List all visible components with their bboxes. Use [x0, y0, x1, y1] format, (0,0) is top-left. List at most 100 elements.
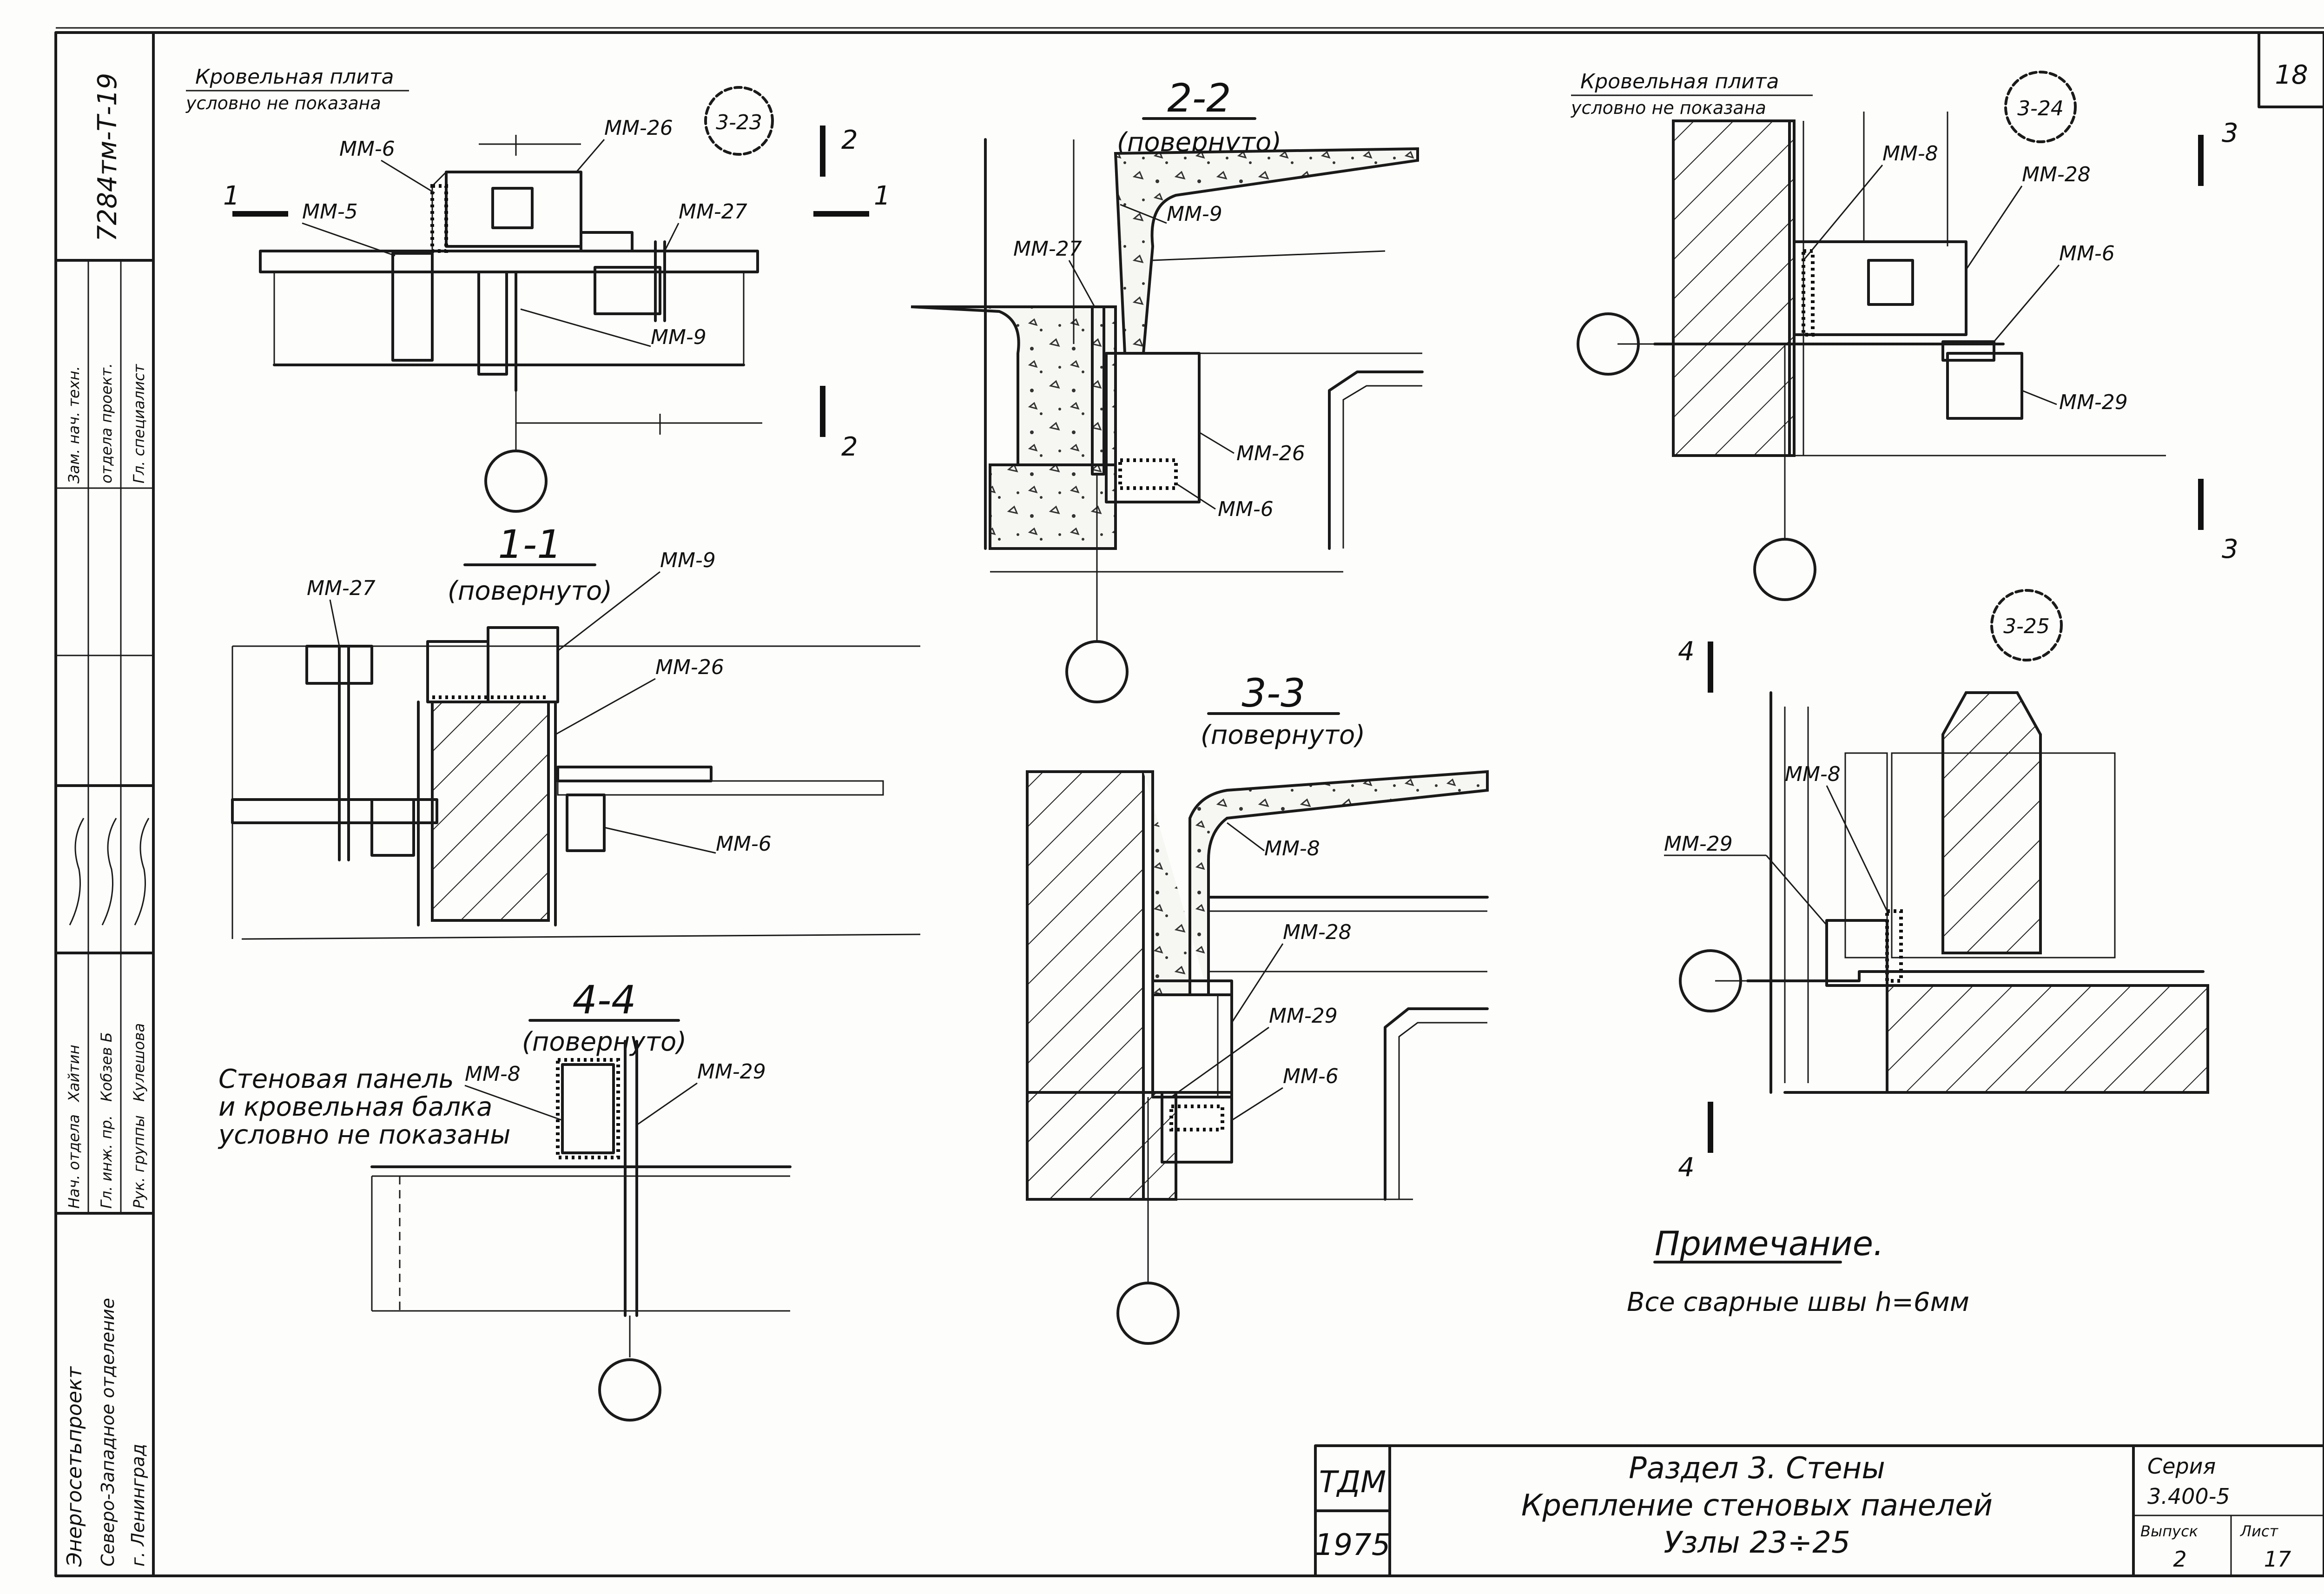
node-23-view: Кровельная плита условно не показана 3-2… [185, 65, 891, 513]
role-line-3: Рук. группы [130, 1115, 148, 1209]
title-series-label: Серия [2147, 1454, 2216, 1479]
section-3-3-title: 3-3 [1241, 670, 1305, 716]
node-24-marker-circle-left [1577, 312, 1640, 376]
section-1-1-label-mm6: ММ-6 [716, 832, 772, 856]
node-24-view: Кровельная плита условно не показана 3-2… [1571, 70, 2238, 601]
node-23-marker-circle [484, 450, 548, 513]
cut-mark-4-bottom-label: 4 [1678, 1152, 1695, 1183]
sheet-corner-number: 18 [2275, 60, 2308, 90]
section-3-3-subtitle: (повернуто) [1201, 720, 1365, 750]
node-24-note-title: Кровельная плита [1580, 70, 1779, 93]
sheet-side-code: 7284тм-Т-19 [92, 73, 123, 242]
section-3-3-label-mm6: ММ-6 [1283, 1065, 1339, 1088]
cut-mark-3-top-label: 3 [2222, 118, 2238, 148]
section-4-4-note-line-2: и кровельная балка [218, 1092, 492, 1122]
approval-line-1: Зам. нач. техн. [65, 366, 83, 483]
title-line-2: Крепление стеновых панелей [1521, 1488, 1993, 1523]
section-4-4-label-mm8: ММ-8 [465, 1062, 521, 1086]
section-4-4-note-line-3: условно не показаны [218, 1120, 510, 1150]
node-24-label-mm6: ММ-6 [2059, 242, 2115, 265]
node-23-label-mm26: ММ-26 [604, 116, 673, 140]
cut-mark-1-right-label: 1 [874, 181, 891, 211]
node-24-label-mm28: ММ-28 [2022, 163, 2091, 186]
node-25-label-mm29: ММ-29 [1664, 832, 1733, 856]
title-sheet-label: Лист [2240, 1522, 2278, 1540]
title-sheet-value: 17 [2264, 1547, 2291, 1572]
cut-mark-2-top-label: 2 [841, 125, 858, 155]
remark-block: Примечание. Все сварные швы h=6мм [1627, 1224, 1969, 1317]
org-department: Северо-Западное отделение [98, 1298, 118, 1567]
title-issue-value: 2 [2173, 1547, 2186, 1572]
section-1-1-label-mm27: ММ-27 [307, 576, 376, 600]
remark-title: Примечание. [1655, 1224, 1884, 1263]
section-1-1-label-mm26: ММ-26 [655, 655, 724, 679]
role-line-2: Гл. инж. пр. [98, 1115, 115, 1209]
section-2-2-label-mm9: ММ-9 [1167, 202, 1222, 226]
cut-mark-3-bottom-label: 3 [2222, 534, 2238, 564]
section-4-4-note-line-1: Стеновая панель [218, 1064, 454, 1094]
node-24-label-mm8: ММ-8 [1882, 142, 1938, 165]
node-24-circle [2004, 71, 2077, 143]
node-23-circle [704, 86, 774, 156]
signature-mark-1 [69, 818, 85, 926]
section-4-4-subtitle: (повернуто) [522, 1027, 687, 1057]
cut-mark-1-left-label: 1 [223, 181, 240, 211]
section-2-2-label-mm27: ММ-27 [1013, 237, 1082, 261]
node-25-marker-circle [1679, 949, 1742, 1012]
title-line-3: Узлы 23÷25 [1664, 1526, 1850, 1560]
node-23-label-mm27: ММ-27 [679, 200, 747, 224]
node-24-note-sub: условно не показана [1571, 98, 1766, 118]
section-3-3-view: 3-3 (повернуто) ММ-8 ММ-28 ММ-29 ММ-6 [1026, 670, 1489, 1345]
sheet-corner-box [2258, 31, 2324, 108]
node-25-view: 3-25 ММ-8 ММ-29 4 4 [1664, 589, 2209, 1183]
cut-mark-2-bottom-label: 2 [841, 432, 858, 462]
section-1-1-view: 1-1 (повернуто) ММ-27 ММ-9 ММ-26 ММ-6 [231, 522, 921, 940]
title-org-code: ТДМ [1319, 1465, 1386, 1500]
signature-mark-2 [101, 818, 117, 926]
section-1-1-label-mm9: ММ-9 [660, 549, 716, 572]
sheet-frame: 18 [54, 27, 2324, 1577]
section-4-4-marker-circle [598, 1358, 661, 1422]
node-23-note-sub: условно не показана [185, 93, 381, 113]
node-25-circle [1990, 589, 2063, 661]
node-23-label-mm9: ММ-9 [651, 325, 706, 349]
section-3-3-label-mm29: ММ-29 [1269, 1004, 1338, 1028]
section-4-4-label-mm29: ММ-29 [697, 1060, 766, 1084]
section-2-2-marker-circle [1065, 640, 1129, 703]
title-block: ТДМ 1975 Раздел 3. Стены Крепление стено… [1314, 1444, 2324, 1577]
section-2-2-label-mm26: ММ-26 [1236, 442, 1305, 465]
name-line-2: Кобзев Б [98, 1032, 115, 1102]
node-23-label-mm6: ММ-6 [339, 137, 395, 161]
node-25-label-mm8: ММ-8 [1785, 762, 1841, 786]
title-line-1: Раздел 3. Стены [1629, 1451, 1885, 1486]
section-1-1-title: 1-1 [498, 522, 561, 567]
section-2-2-title: 2-2 [1167, 75, 1231, 121]
node-24-label-mm29: ММ-29 [2059, 390, 2128, 414]
node-24-marker-circle-bottom [1753, 538, 1816, 601]
section-2-2-view: 2-2 (повернуто) ММ-9 ММ-27 ММ-26 ММ-6 [911, 75, 1424, 703]
name-line-3: Кулешова [130, 1023, 148, 1102]
name-line-1: Хайтин [65, 1045, 83, 1103]
node-23-note-title: Кровельная плита [195, 65, 394, 89]
node-25-circle-label: 3-25 [2003, 615, 2050, 638]
node-23-circle-label: 3-23 [716, 111, 762, 134]
node-23-label-mm5: ММ-5 [302, 200, 358, 224]
role-line-1: Нач. отдела [65, 1114, 83, 1209]
section-2-2-label-mm6: ММ-6 [1218, 497, 1274, 521]
section-3-3-label-mm8: ММ-8 [1264, 837, 1320, 860]
cut-mark-4-top-label: 4 [1678, 636, 1695, 667]
section-3-3-label-mm28: ММ-28 [1283, 920, 1352, 944]
left-stamp: 7284тм-Т-19 Зам. нач. техн. отдела проек… [54, 31, 155, 1577]
title-year: 1975 [1315, 1528, 1391, 1562]
approval-line-2: отдела проект. [98, 363, 115, 483]
title-issue-label: Выпуск [2140, 1522, 2199, 1540]
section-1-1-subtitle: (повернуто) [448, 576, 612, 606]
section-4-4-title: 4-4 [572, 977, 636, 1023]
remark-text: Все сварные швы h=6мм [1627, 1287, 1969, 1317]
title-series-value: 3.400-5 [2147, 1484, 2230, 1509]
section-4-4-view: 4-4 (повернуто) Стеновая панель и кровел… [218, 977, 792, 1422]
signature-mark-3 [134, 818, 150, 926]
node-24-circle-label: 3-24 [2017, 97, 2064, 120]
approval-line-3: Гл. специалист [130, 364, 148, 483]
